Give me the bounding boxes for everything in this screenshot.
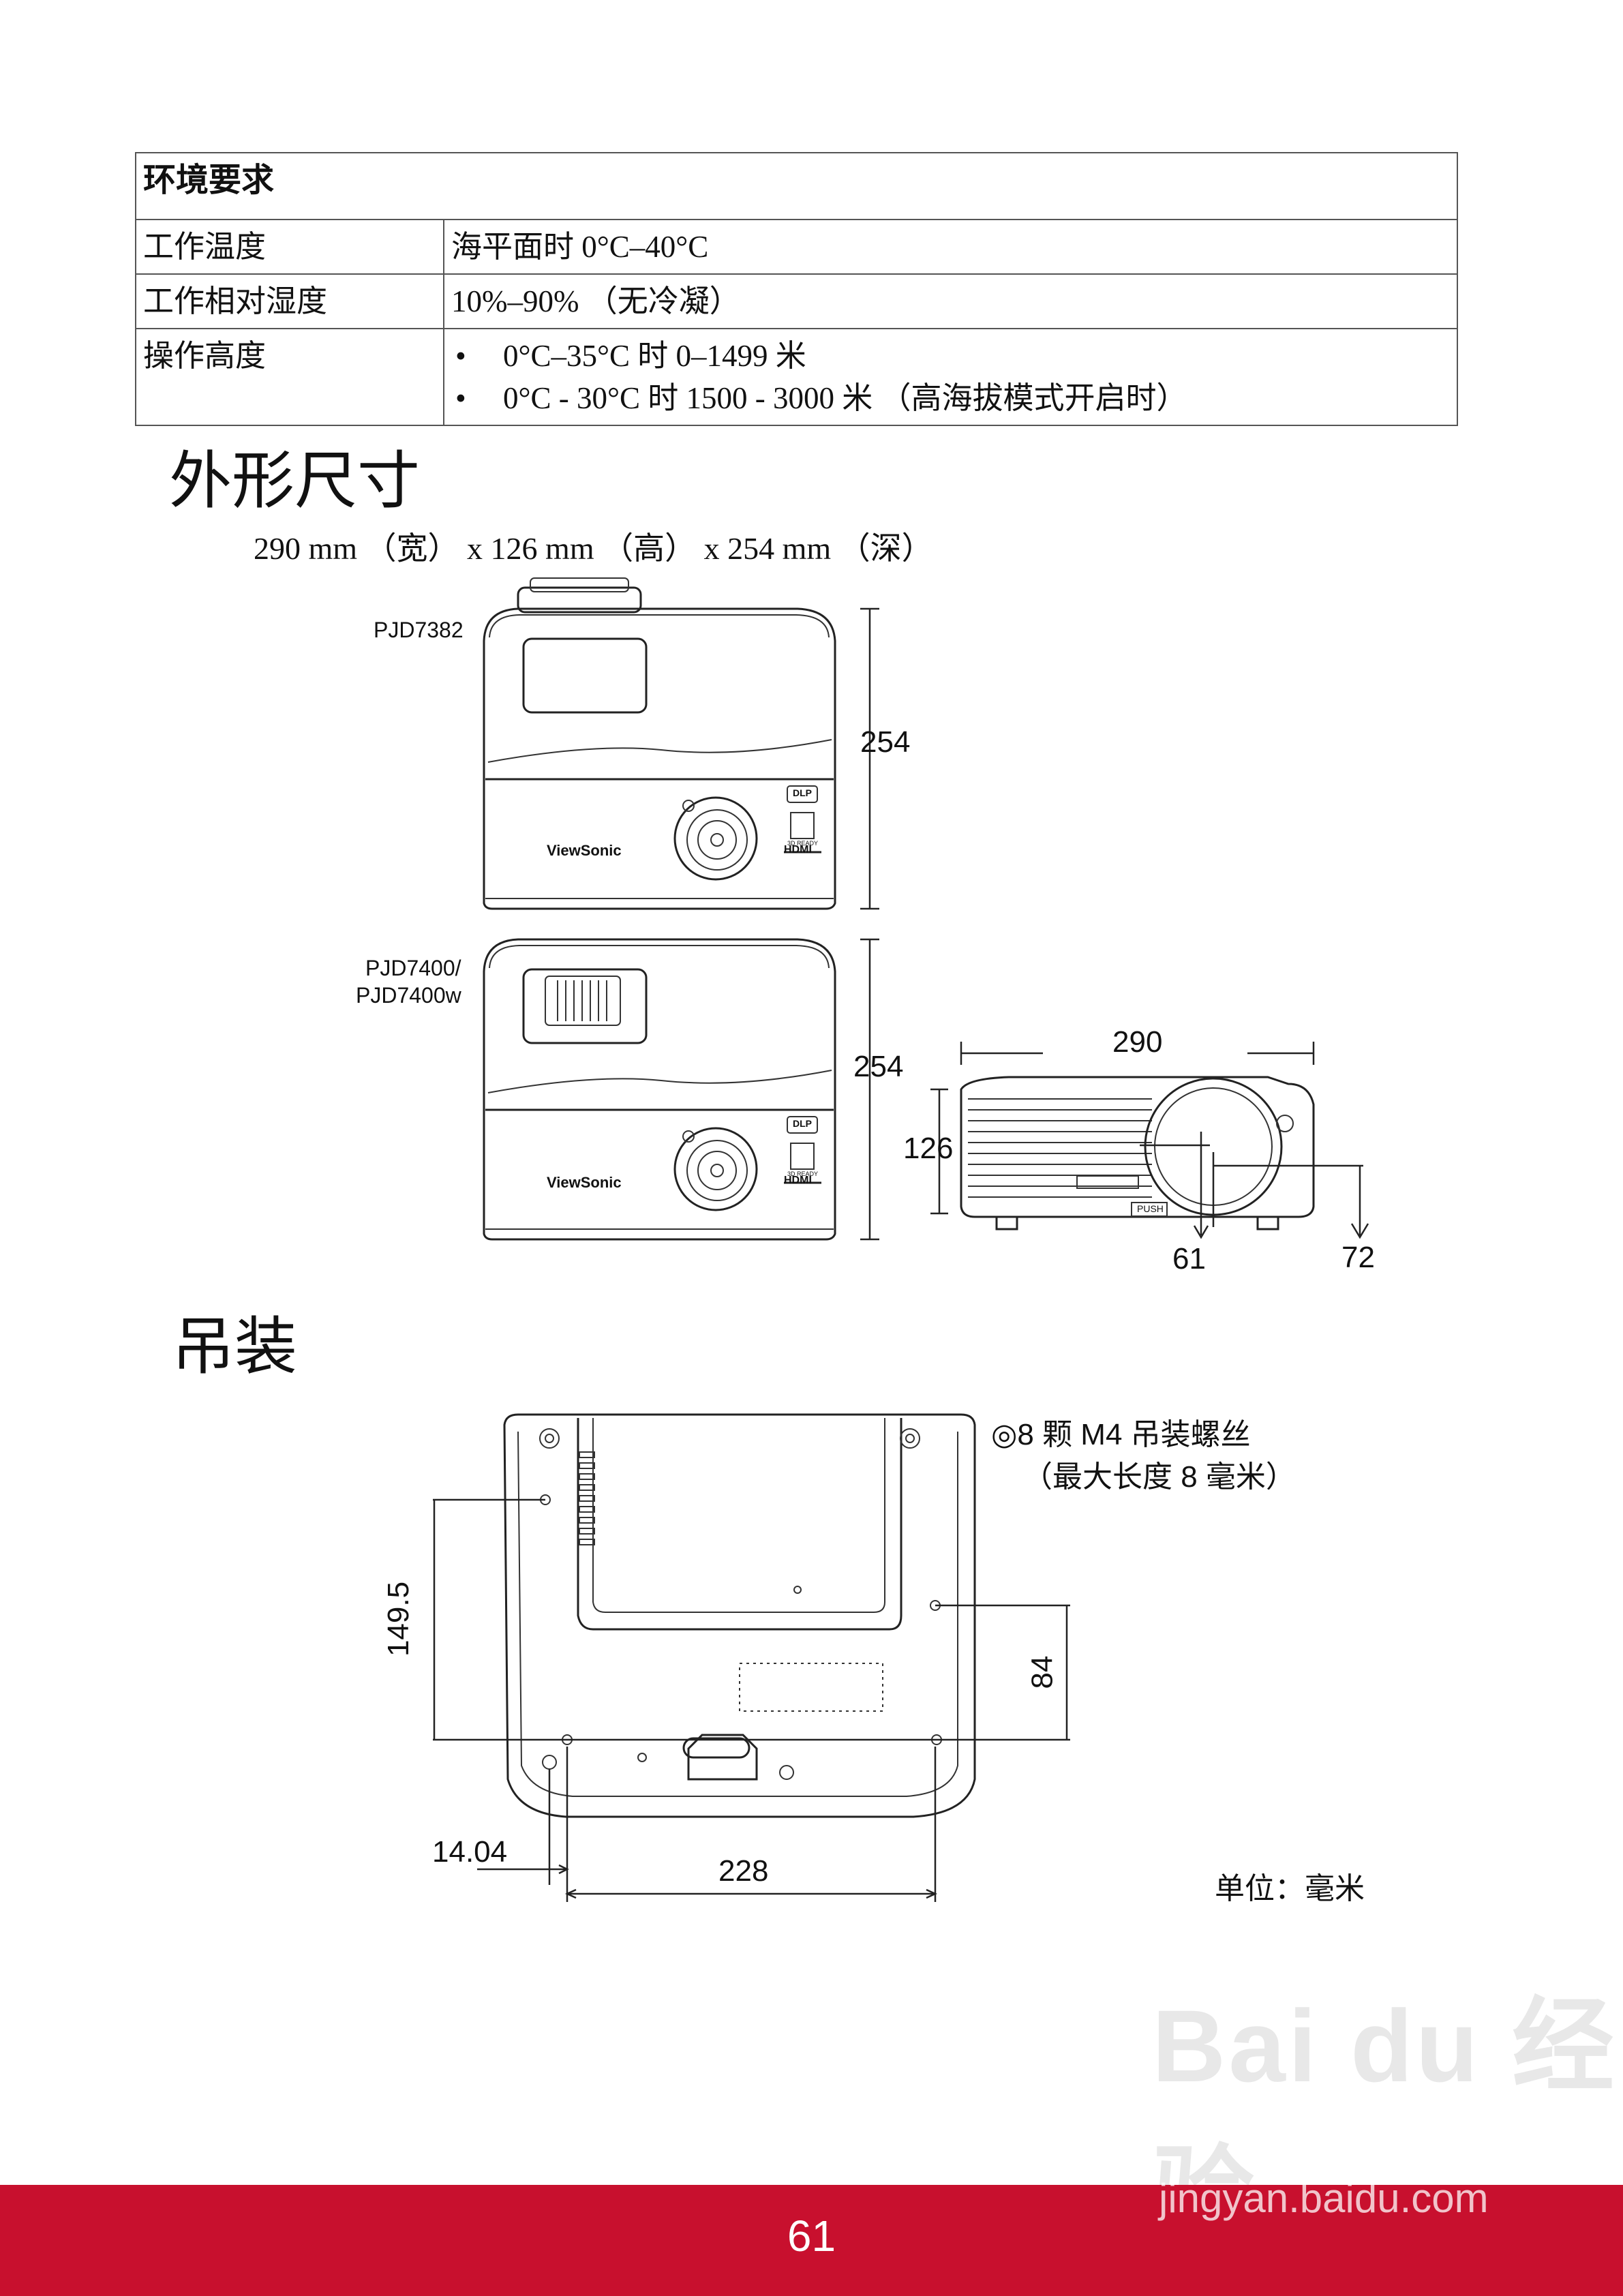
spec-value: 海平面时 0°C–40°C [443, 219, 1458, 275]
spec-table-header-row: 环境要求 [135, 152, 1458, 220]
environment-spec-table: 环境要求 工作温度 海平面时 0°C–40°C 工作相对湿度 10%–90% （… [135, 152, 1458, 426]
dim-depth-a: 254 [860, 725, 911, 759]
brand-logo-a: ViewSonic [547, 842, 622, 859]
spec-label: 工作相对湿度 [135, 273, 444, 329]
dimensions-title: 外形尺寸 [169, 444, 421, 517]
spec-table-header: 环境要求 [135, 152, 1458, 220]
unit-label: 单位：毫米 [1215, 1872, 1365, 1905]
hdmi-logo-a: HDMI [784, 844, 812, 856]
dim-14-04: 14.04 [432, 1835, 508, 1869]
baidu-watermark-url: jingyan.baidu.com [1159, 2175, 1489, 2221]
spec-value: 10%–90% （无冷凝） [443, 273, 1458, 329]
brand-logo-b: ViewSonic [547, 1174, 622, 1191]
hdmi-logo-b: HDMI [784, 1175, 812, 1186]
model-label-b2: PJD7400w [356, 983, 461, 1008]
page-number: 61 [787, 2211, 836, 2261]
projector-front-view [930, 1042, 1369, 1239]
projector-top-view-a [483, 577, 879, 910]
dim-height: 126 [903, 1132, 954, 1165]
spec-value: •0°C–35°C 时 0–1499 米 •0°C - 30°C 时 1500 … [443, 328, 1458, 426]
dimensions-text: 290 mm （宽） x 126 mm （高） x 254 mm （深） [254, 531, 933, 566]
dim-depth-b: 254 [853, 1050, 904, 1083]
projector-bottom-view [433, 1413, 1070, 1902]
dim-228: 228 [718, 1854, 769, 1888]
ceiling-mount-title: 吊装 [172, 1310, 298, 1383]
dlp-logo-b: DLP [793, 1118, 812, 1129]
model-label-b: PJD7400/ [365, 956, 461, 980]
dim-84: 84 [1025, 1655, 1059, 1689]
3d-ready-logo-b: 3D READY [787, 1170, 819, 1177]
dim-61: 61 [1172, 1242, 1206, 1275]
screw-note: ◎8 颗 M4 吊装螺丝 [991, 1418, 1251, 1451]
screw-note-length: （最大长度 8 毫米） [1022, 1460, 1296, 1494]
dim-72: 72 [1341, 1241, 1375, 1274]
model-label-a: PJD7382 [374, 618, 464, 642]
spec-row-altitude: 操作高度 •0°C–35°C 时 0–1499 米 •0°C - 30°C 时 … [135, 328, 1458, 426]
dlp-logo-a: DLP [793, 787, 812, 798]
projector-top-view-b [483, 938, 879, 1241]
spec-label: 工作温度 [135, 219, 444, 275]
page-footer: 61 [0, 2185, 1623, 2296]
dim-width: 290 [1112, 1025, 1163, 1059]
push-label: PUSH [1137, 1203, 1164, 1214]
spec-row-humidity: 工作相对湿度 10%–90% （无冷凝） [135, 273, 1458, 329]
spec-label: 操作高度 [135, 328, 444, 426]
spec-row-operating-temp: 工作温度 海平面时 0°C–40°C [135, 219, 1458, 275]
list-item: •0°C - 30°C 时 1500 - 3000 米 （高海拔模式开启时） [455, 381, 1187, 415]
dim-149-5: 149.5 [382, 1581, 416, 1657]
list-item: •0°C–35°C 时 0–1499 米 [455, 339, 806, 373]
3d-ready-logo-a: 3D READY [787, 840, 819, 847]
